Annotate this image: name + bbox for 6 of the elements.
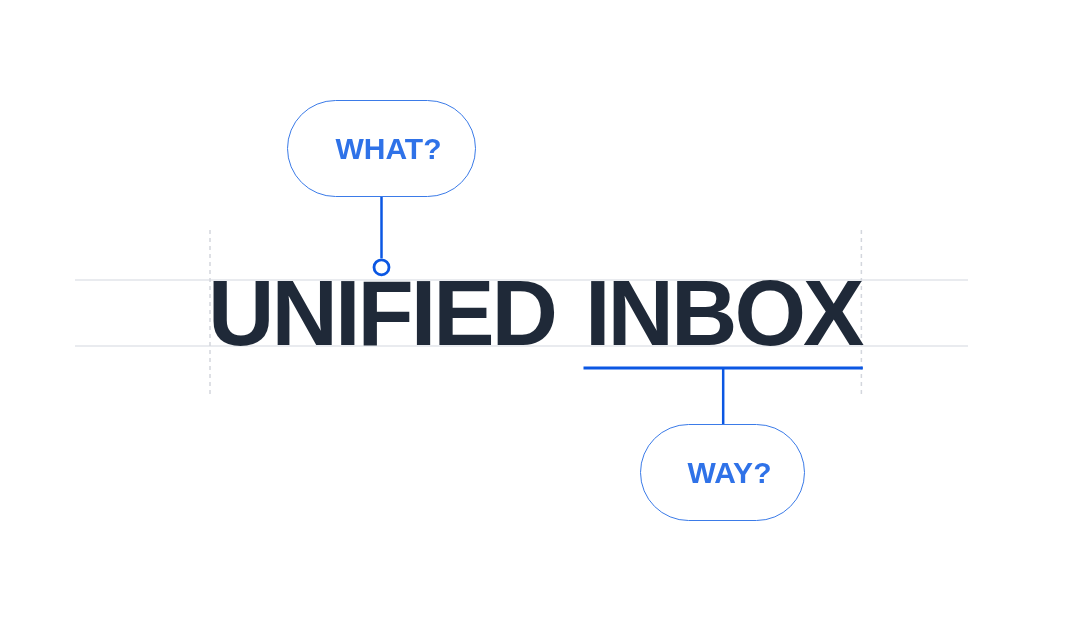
- headline-word: INBOX: [585, 277, 862, 351]
- headline-word: UNIFIED: [208, 277, 555, 351]
- leader-line: [582, 366, 865, 424]
- callout-bubble: WAY?: [640, 424, 805, 521]
- leader-line: [372, 197, 391, 277]
- callout-bubble: WHAT?: [287, 100, 476, 197]
